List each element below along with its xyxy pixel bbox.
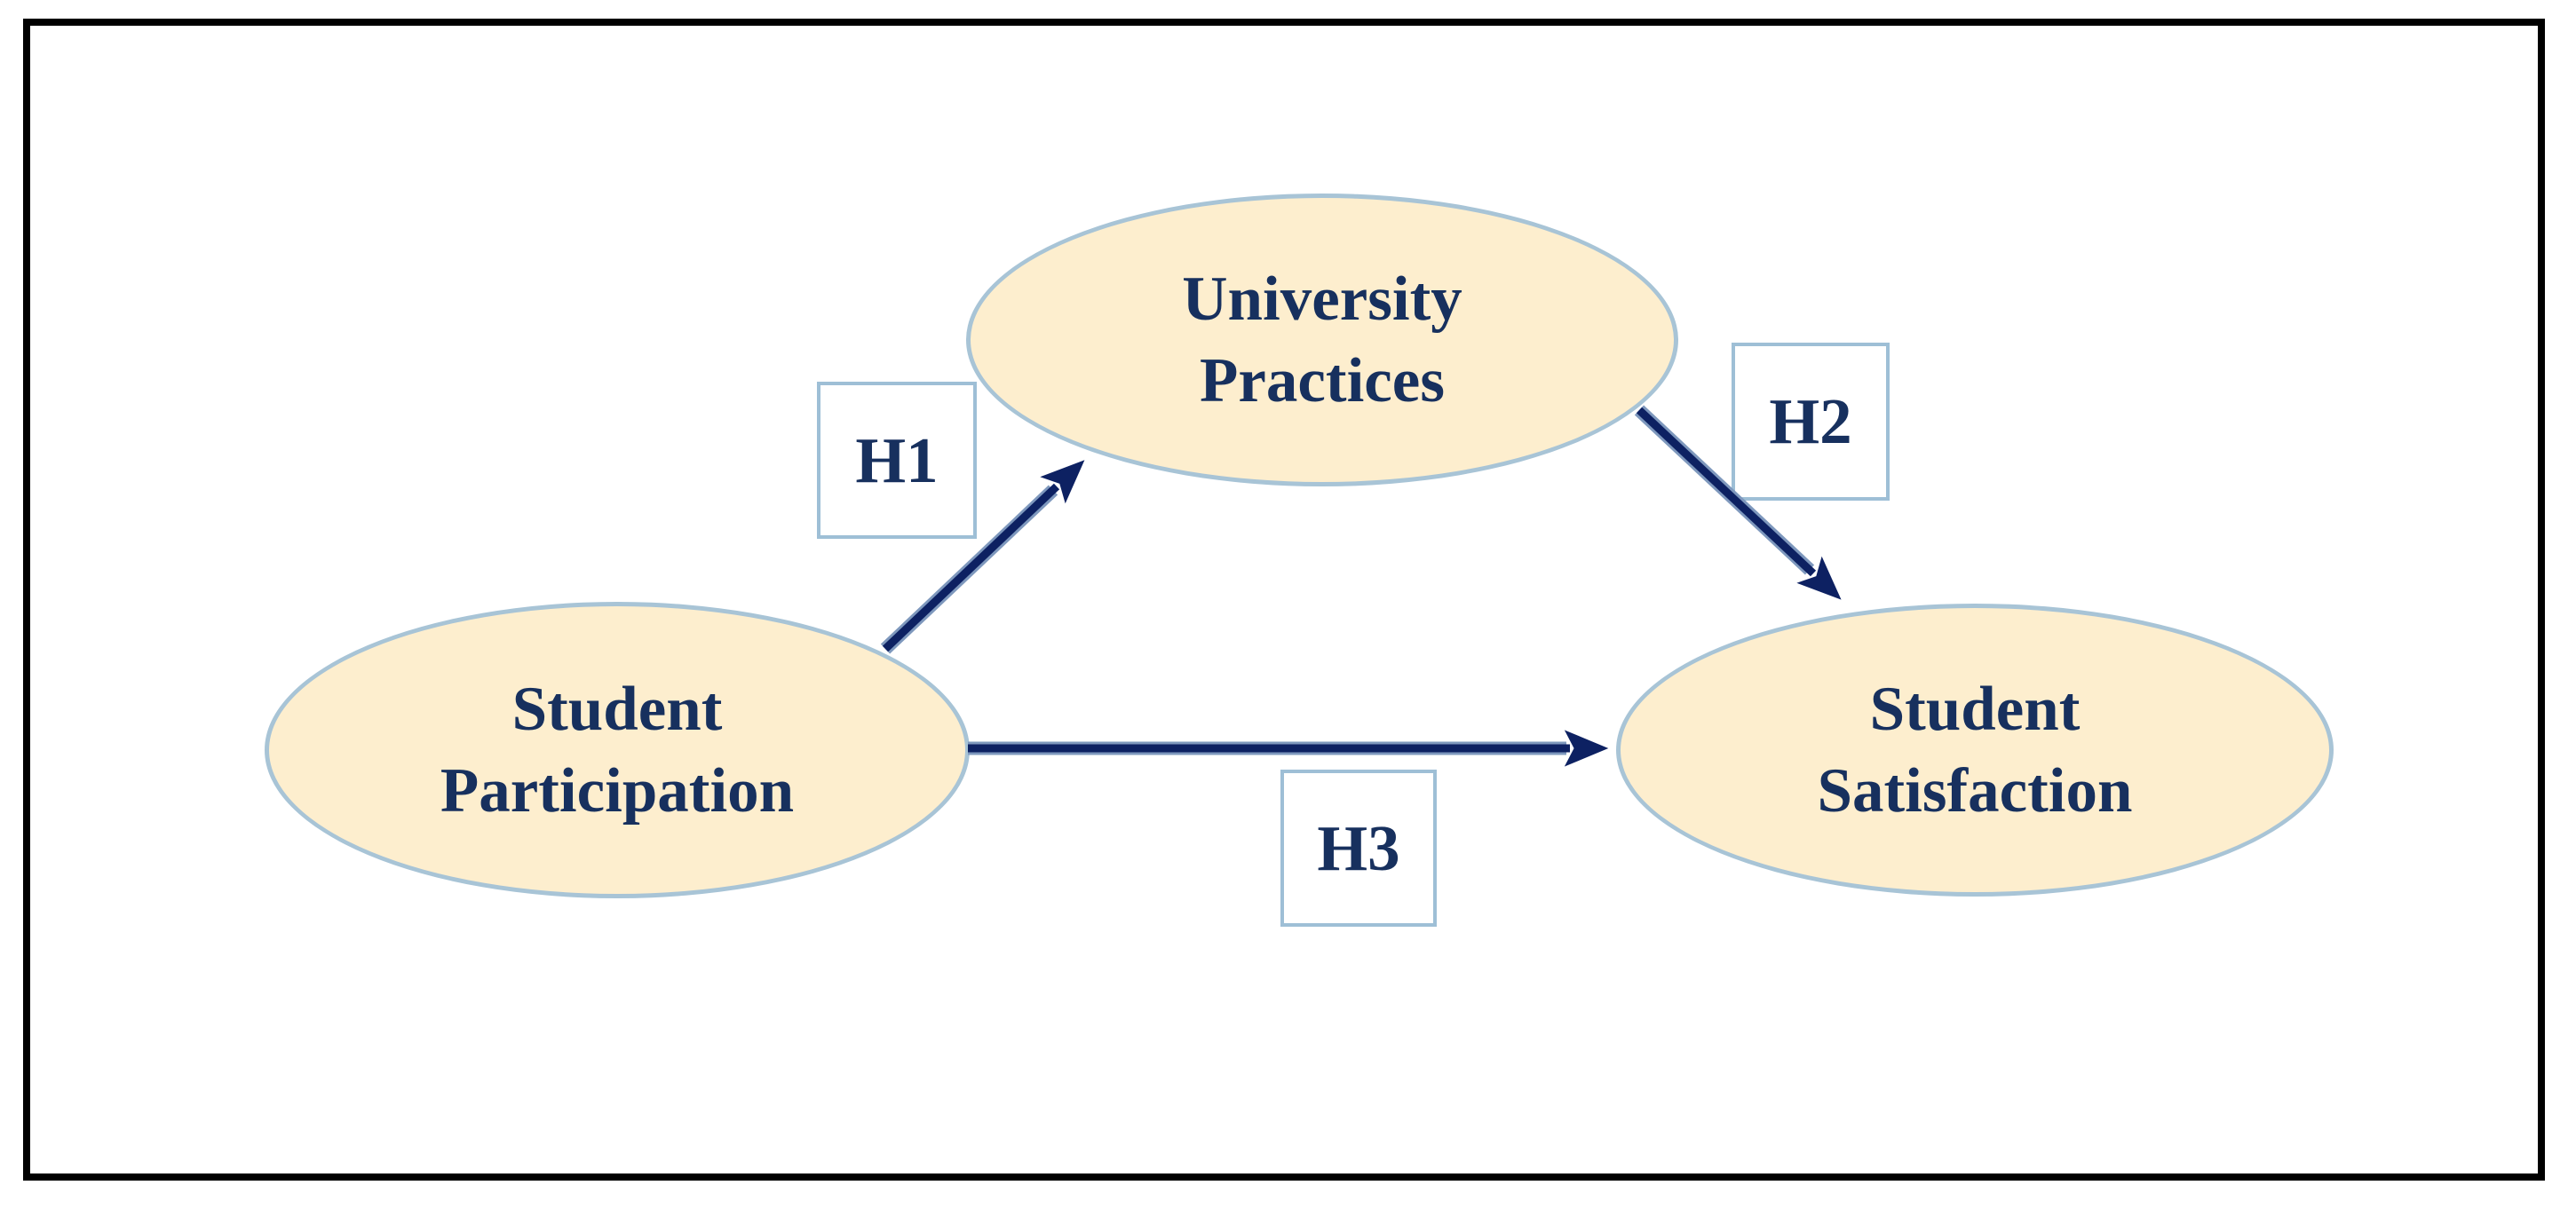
hypothesis-box-h3: H3 [1280, 770, 1437, 927]
node-label-line: Student [1869, 674, 2081, 744]
node-label-line: University [1182, 264, 1462, 334]
hypothesis-label: H3 [1317, 811, 1400, 884]
node-university-practices: University Practices [966, 194, 1678, 486]
node-label-line: Practices [1200, 346, 1445, 415]
diagram-frame [23, 19, 2545, 1181]
node-student-satisfaction: Student Satisfaction [1616, 604, 2334, 897]
hypothesis-label: H1 [855, 423, 939, 496]
node-student-participation: Student Participation [265, 602, 970, 898]
hypothesis-label: H2 [1769, 385, 1852, 457]
hypothesis-box-h1: H1 [817, 382, 977, 539]
node-label-line: Participation [440, 756, 795, 826]
node-label-line: Student [511, 674, 723, 744]
hypothesis-box-h2: H2 [1732, 343, 1890, 501]
node-label-line: Satisfaction [1817, 756, 2133, 826]
